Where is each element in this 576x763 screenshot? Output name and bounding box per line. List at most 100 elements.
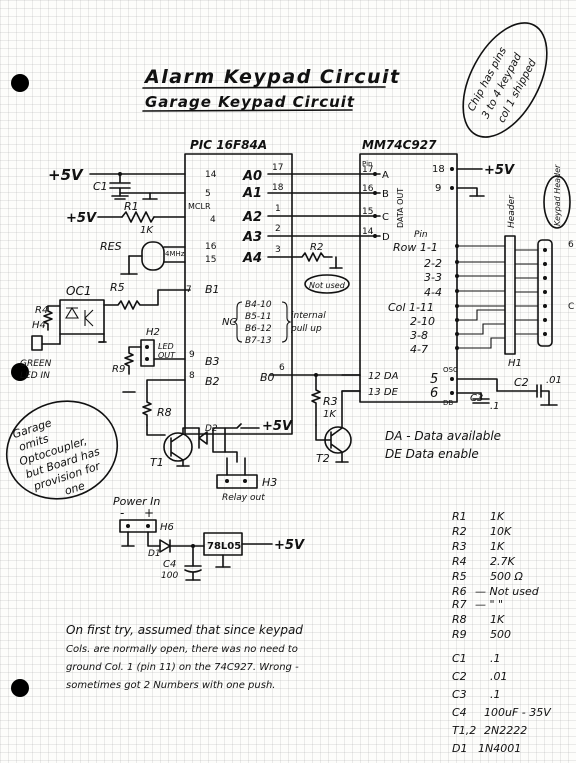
c3-label: C3 bbox=[470, 393, 483, 404]
r2-note: Not used bbox=[309, 281, 346, 290]
r2-label: R2 bbox=[310, 242, 323, 253]
mm-pin-15: 15 C bbox=[291, 207, 389, 223]
footnote: On first try, assumed that since keypad … bbox=[66, 623, 303, 691]
svg-text:1: 1 bbox=[275, 204, 281, 214]
binder-hole-bottom bbox=[11, 679, 29, 697]
parts-val-3: 2.7K bbox=[490, 555, 515, 568]
c2-value: .01 bbox=[546, 375, 562, 386]
mm-pin-17: 17 A bbox=[291, 165, 389, 181]
mm-pin-9: 9 bbox=[435, 183, 441, 194]
parts-val-8: 500 bbox=[490, 628, 511, 641]
footnote-line-1: On first try, assumed that since keypad bbox=[66, 623, 303, 637]
svg-text:18: 18 bbox=[272, 183, 284, 193]
keypad-header bbox=[537, 239, 553, 347]
parts-val-0: 1K bbox=[490, 510, 505, 523]
power-plus: + bbox=[144, 506, 154, 520]
keypad-pin-col3: 3-8 bbox=[410, 329, 428, 342]
svg-text:17: 17 bbox=[272, 163, 283, 173]
led-in-label: LED IN bbox=[20, 371, 50, 381]
parts-ref-4: R5 bbox=[452, 570, 467, 583]
pic-pin-4: 4 bbox=[210, 215, 216, 225]
keypad-pin-row4: 4-4 bbox=[424, 286, 442, 299]
garage-note: Garage omits Optocoupler, but Board has … bbox=[5, 400, 119, 500]
svg-text:15: 15 bbox=[362, 207, 373, 217]
h4-label: H4 bbox=[32, 320, 46, 331]
keypad-pin-col4: 4-7 bbox=[410, 343, 428, 356]
vcc-label-a: +5V bbox=[48, 166, 84, 184]
c4-value: 100 bbox=[161, 571, 178, 581]
power-minus: - bbox=[120, 506, 124, 520]
pic-pin-14: 14 bbox=[205, 170, 217, 180]
mm-osc-num: 5 bbox=[430, 372, 438, 387]
parts-ref-1: R2 bbox=[452, 525, 467, 538]
svg-text:B7-13: B7-13 bbox=[245, 336, 272, 346]
svg-text:A2: A2 bbox=[242, 210, 262, 225]
pic-pin-b1: B1 bbox=[205, 283, 220, 296]
pic-pin-a3: A3 2 bbox=[242, 224, 293, 245]
d1-label: D1 bbox=[148, 549, 161, 559]
parts-val-4: 500 Ω bbox=[490, 570, 523, 583]
t1-label: T1 bbox=[150, 456, 164, 469]
t2-label: T2 bbox=[316, 452, 330, 465]
side-note: Chip has pins 3 to 4 keypad col 1 shippe… bbox=[462, 22, 548, 138]
parts-ref-3: R4 bbox=[452, 555, 467, 568]
pic-chip bbox=[184, 153, 293, 435]
pic-pin-b2: B2 bbox=[205, 375, 220, 388]
svg-text:A3: A3 bbox=[242, 230, 262, 245]
svg-text:NC: NC bbox=[222, 317, 236, 328]
c1-label: C1 bbox=[93, 180, 108, 193]
footnote-line-3: ground Col. 1 (pin 11) on the 74C927. Wr… bbox=[66, 662, 299, 673]
pic-pin-9: 9 bbox=[189, 350, 195, 360]
pic-chip-name: PIC 16F84A bbox=[190, 138, 267, 152]
svg-text:B6-12: B6-12 bbox=[245, 324, 272, 334]
c3-value: .1 bbox=[490, 401, 500, 412]
pic-pin-mclr: MCLR bbox=[188, 202, 211, 211]
led-out-label-2: OUT bbox=[158, 351, 176, 360]
mm-pin-18: 18 bbox=[432, 164, 445, 175]
parts-ref-10: C2 bbox=[452, 670, 467, 683]
pic-pin-b0-num: 6 bbox=[279, 363, 285, 373]
t1-transistor bbox=[163, 432, 193, 462]
r4-label: R4 bbox=[35, 305, 48, 316]
svg-text:one: one bbox=[63, 479, 87, 498]
parts-ref-14: D1 bbox=[452, 742, 467, 755]
binder-hole-middle bbox=[11, 363, 29, 381]
parts-ref-2: R3 bbox=[452, 540, 467, 553]
keypad-pin-6: 6 bbox=[568, 240, 574, 250]
parts-ref-13: T1,2 bbox=[452, 724, 476, 737]
oc1-label: OC1 bbox=[66, 284, 91, 298]
footnote-line-4: sometimes got 2 Numbers with one push. bbox=[66, 680, 275, 691]
parts-val-7: 1K bbox=[490, 613, 505, 626]
pic-pin-a4: A4 3 bbox=[242, 245, 293, 266]
svg-text:A0: A0 bbox=[242, 169, 262, 184]
mm-pin-head: Pin bbox=[362, 160, 372, 168]
mm-pin-da: 12 DA bbox=[368, 371, 399, 382]
relay-out-label: Relay out bbox=[222, 493, 265, 503]
parts-val-13: 2N2222 bbox=[484, 724, 527, 737]
res-freq: 4MHz bbox=[165, 250, 185, 258]
parts-ref-9: C1 bbox=[452, 652, 467, 665]
pic-pin-a2: A2 1 bbox=[242, 204, 293, 225]
da-note: DA - Data available bbox=[385, 429, 501, 443]
svg-text:B: B bbox=[382, 189, 389, 200]
r3-label: R3 bbox=[323, 395, 338, 408]
parts-ref-5: R6 bbox=[452, 585, 467, 598]
svg-text:17: 17 bbox=[362, 165, 373, 175]
parts-ref-7: R8 bbox=[452, 613, 467, 626]
parts-val-9: .1 bbox=[490, 652, 501, 665]
parts-ref-8: R9 bbox=[452, 628, 467, 641]
svg-text:pull up: pull up bbox=[290, 324, 322, 334]
mm-db-label: DB bbox=[443, 399, 453, 407]
parts-ref-12: C4 bbox=[452, 706, 467, 719]
parts-list: R1 1K R2 10K R3 1K R4 2.7K R5 500 Ω R6 —… bbox=[452, 510, 552, 755]
keypad-pin-col1: Col 1-11 bbox=[388, 301, 434, 314]
keypad-pin-row1: Row 1-1 bbox=[393, 241, 438, 254]
parts-ref-0: R1 bbox=[452, 510, 467, 523]
mm-data-out: DATA OUT bbox=[396, 188, 405, 228]
mm-pin-16: 16 B bbox=[291, 184, 389, 200]
mm-chip-name: MM74C927 bbox=[362, 138, 437, 152]
pic-pin-5: 5 bbox=[205, 189, 211, 199]
pic-pin-a1: A1 18 bbox=[242, 183, 293, 201]
svg-text:A4: A4 bbox=[242, 251, 262, 266]
